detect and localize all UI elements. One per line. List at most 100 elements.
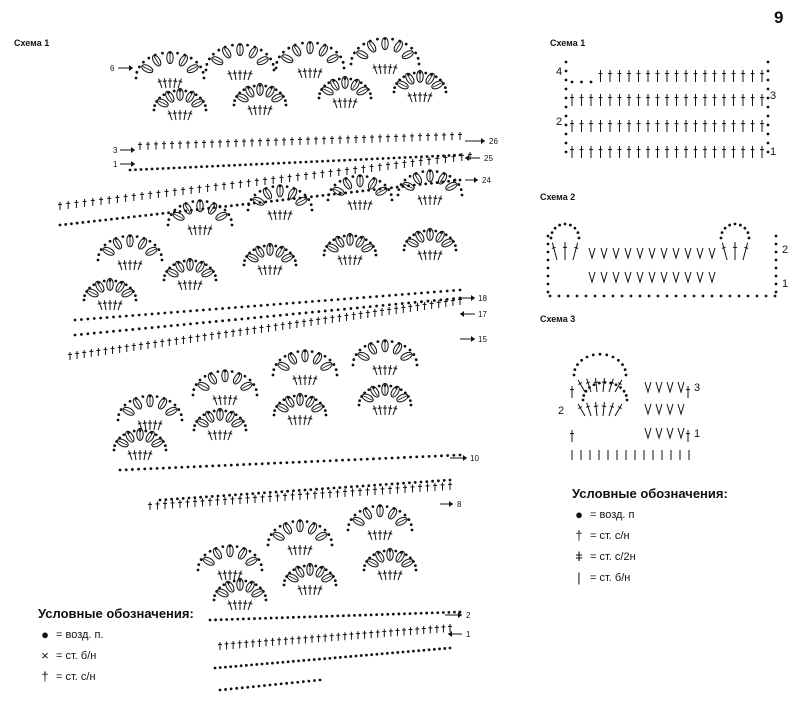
puff-stitch (86, 288, 99, 298)
chain-dot (282, 50, 285, 54)
stitch-bar (398, 572, 403, 575)
stitch-mark (268, 210, 273, 221)
chain-dot (352, 358, 356, 362)
chain-dot (285, 681, 289, 685)
chain-dot (217, 464, 221, 468)
stitch-mark (143, 420, 147, 431)
puff-stitch (256, 56, 269, 66)
chain-dot (297, 659, 300, 663)
chain-dot (278, 358, 282, 362)
chain-dot (335, 50, 338, 54)
main-diagram-title: Схема 1 (14, 38, 50, 48)
puff-line (184, 204, 191, 214)
v-stitch (600, 247, 608, 260)
chain-stitch-icon: ● (41, 627, 49, 642)
chain-dot (187, 496, 191, 500)
chain-dot (376, 37, 379, 41)
stitch-mark (313, 585, 317, 596)
chain-dot (195, 60, 198, 64)
puff-line (216, 213, 227, 219)
chain-dot (427, 648, 431, 652)
puff-line (146, 248, 157, 254)
chain-dot (291, 301, 295, 305)
puff-stitch (236, 43, 244, 57)
chain-dot (201, 321, 205, 325)
chain-dot (297, 489, 301, 492)
chain-dot (546, 234, 550, 238)
chain-dot (248, 378, 252, 382)
chain-dot (403, 612, 406, 616)
chain-dot (361, 484, 365, 488)
chain-dot (611, 294, 615, 298)
chain-dot (325, 614, 329, 618)
puff-line (296, 198, 307, 204)
row-label-left-1: 1 (113, 160, 118, 169)
stitch-bar (318, 70, 323, 73)
chain-dot (254, 462, 258, 466)
chain-dot (309, 203, 313, 207)
chain-dot (167, 218, 171, 222)
chain-dot (373, 483, 376, 487)
chain-dot (282, 161, 286, 165)
puff-stitch (375, 186, 388, 196)
stitch-bar (372, 407, 377, 410)
stitch-bar (132, 452, 137, 454)
chain-dot (285, 313, 289, 317)
stitch-bar (232, 602, 237, 604)
puff-line (328, 56, 338, 62)
chain-dot (563, 222, 567, 226)
stitch-bar (227, 72, 232, 75)
puff-stitch (165, 406, 178, 416)
chain-dot (164, 498, 168, 501)
chain-dot (73, 318, 77, 322)
stitch-bar (428, 94, 433, 97)
puff-line (173, 213, 184, 219)
puff-line (247, 582, 254, 592)
chain-dot (223, 208, 227, 212)
puff-line (396, 518, 407, 524)
puff-line (223, 48, 230, 58)
chain-dot (121, 235, 125, 239)
chain-dot (375, 295, 378, 298)
stitch-mark (117, 300, 122, 311)
chain-dot (118, 468, 122, 472)
stitch-bar (358, 257, 363, 260)
stitch-mark (378, 405, 382, 416)
chain-dot (296, 680, 300, 684)
chain-dot (214, 320, 218, 323)
chain-dot (363, 344, 367, 348)
puff-line (166, 92, 173, 102)
chain-dot (134, 298, 138, 302)
chain-dot (766, 114, 770, 118)
chain-dot (402, 248, 406, 252)
chain-dot (564, 141, 568, 145)
chain-dot (180, 418, 184, 422)
chain-dot (338, 179, 342, 183)
chain-dot (194, 93, 198, 97)
chain-dot (372, 457, 375, 461)
chain-dot (400, 302, 404, 305)
chain-dot (153, 104, 157, 108)
chain-dot (290, 681, 294, 685)
chain-dot (321, 159, 324, 163)
chain-dot (200, 165, 203, 169)
chain-dot (150, 167, 154, 171)
chain-dot (417, 62, 421, 66)
chain-dot (224, 665, 227, 669)
puff-stitch (426, 169, 434, 183)
chain-dot (349, 297, 353, 300)
puff-line (352, 80, 359, 90)
chain-dot (564, 123, 568, 127)
chain-dot (255, 162, 258, 166)
puff-stitch (330, 78, 340, 91)
v-stitch (666, 427, 674, 440)
chain-dot (327, 193, 331, 197)
small1-row-label-3: 3 (770, 90, 777, 102)
chain-dot (202, 413, 206, 417)
v-stitch (624, 271, 632, 284)
stitch-mark (614, 379, 623, 393)
chain-dot (766, 141, 770, 145)
chain-dot (459, 188, 463, 192)
v-stitch (655, 403, 663, 416)
chain-dot (163, 274, 167, 278)
